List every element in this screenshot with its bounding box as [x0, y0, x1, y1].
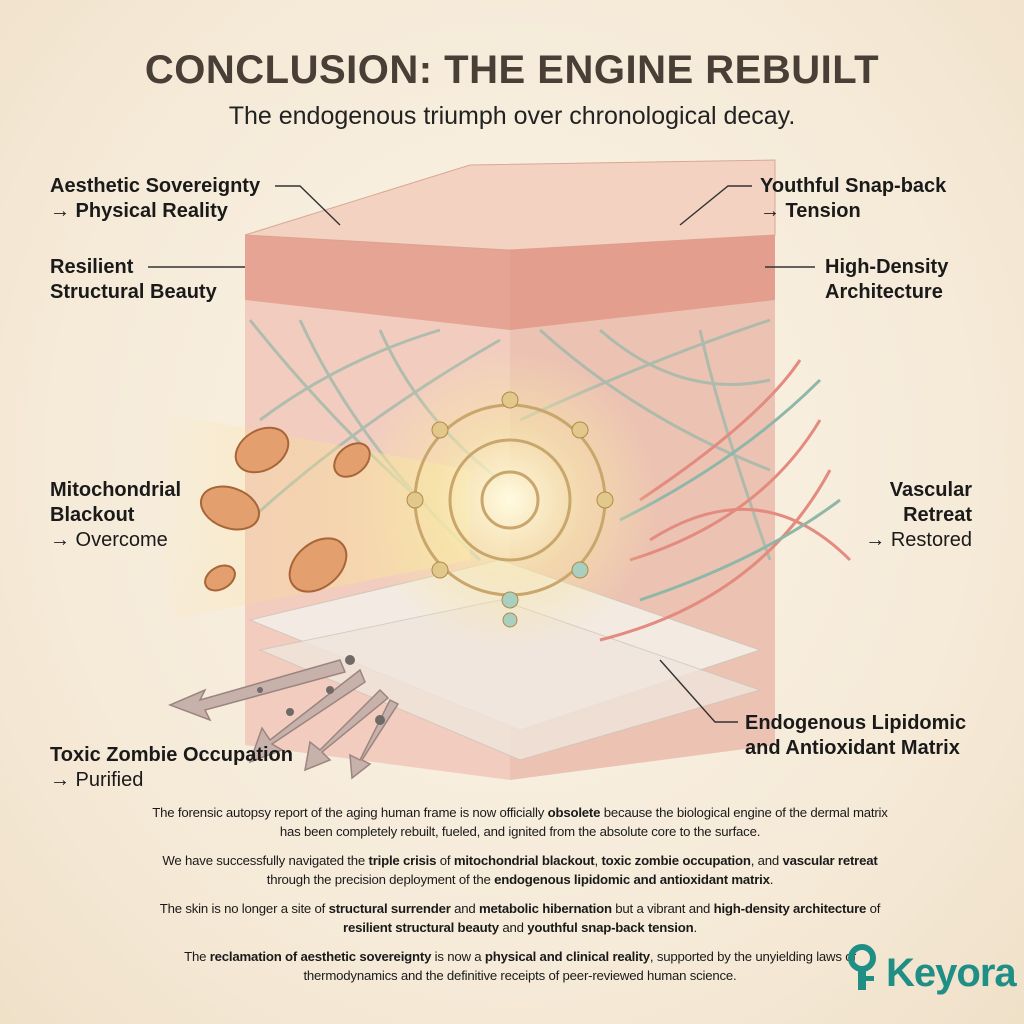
label-high-density: High-Density Architecture — [825, 255, 948, 305]
emphasis-text: structural surrender — [328, 901, 451, 916]
label-line: → Tension — [760, 200, 861, 222]
body-text: through the precision deployment of the — [266, 872, 495, 887]
blood-vessels — [599, 359, 852, 642]
label-line: Structural Beauty — [50, 281, 217, 303]
emphasis-text: resilient structural beauty — [343, 920, 499, 935]
emphasis-text: reclamation of aesthetic sovereignty — [209, 949, 432, 964]
body-text: . — [693, 920, 697, 935]
label-line: Aesthetic Sovereignty — [50, 175, 261, 197]
label-line: High-Density — [825, 256, 949, 278]
body-text: The skin is no longer a site of — [159, 901, 329, 916]
conclusion-body-text: The forensic autopsy report of the aging… — [150, 803, 890, 995]
label-line: → Overcome — [50, 529, 168, 551]
label-line: Toxic Zombie Occupation — [50, 744, 293, 766]
body-paragraph: The forensic autopsy report of the aging… — [150, 803, 890, 841]
body-text: but a vibrant and — [611, 901, 714, 916]
body-text: of — [436, 853, 454, 868]
emphasis-text: high-density architecture — [713, 901, 867, 916]
label-line: and Antioxidant Matrix — [745, 737, 960, 759]
body-text: , supported by the unyielding laws of th… — [303, 949, 856, 983]
body-text: The — [184, 949, 210, 964]
emphasis-text: triple crisis — [368, 853, 437, 868]
body-text: We have successfully navigated the — [162, 853, 369, 868]
emphasis-text: toxic zombie occupation — [601, 853, 751, 868]
label-line: → Restored — [865, 529, 972, 551]
body-text: , and — [750, 853, 783, 868]
label-aesthetic-sovereignty: Aesthetic Sovereignty → Physical Reality — [50, 174, 260, 224]
emphasis-text: metabolic hibernation — [478, 901, 612, 916]
label-line: → Physical Reality — [50, 200, 228, 222]
emphasis-text: youthful snap-back tension — [527, 920, 694, 935]
label-line: → Purified — [50, 769, 144, 791]
key-icon — [848, 944, 876, 990]
emphasis-text: endogenous lipidomic and antioxidant mat… — [494, 872, 770, 887]
label-toxic-zombie: Toxic Zombie Occupation → Purified — [50, 743, 293, 793]
page-subtitle: The endogenous triumph over chronologica… — [228, 102, 796, 130]
emphasis-text: vascular retreat — [782, 853, 878, 868]
label-line: Vascular — [889, 479, 972, 501]
body-paragraph: The skin is no longer a site of structur… — [150, 899, 890, 937]
label-line: Youthful Snap-back — [760, 175, 947, 197]
logo-text: Keyora — [886, 951, 1017, 995]
label-line: Retreat — [903, 504, 972, 526]
emphasis-text: mitochondrial blackout — [453, 853, 595, 868]
label-youthful-snapback: Youthful Snap-back → Tension — [760, 174, 946, 224]
body-text: , — [594, 853, 602, 868]
body-text: of — [866, 901, 881, 916]
body-text: because the biological engine of the der… — [279, 805, 888, 839]
body-text: The forensic autopsy report of the aging… — [152, 805, 548, 820]
body-text: and — [498, 920, 528, 935]
label-resilient-beauty: Resilient Structural Beauty — [50, 255, 217, 305]
mitochondria — [199, 426, 371, 593]
page-title: CONCLUSION: THE ENGINE REBUILT — [144, 48, 880, 92]
label-line: Mitochondrial — [50, 479, 182, 501]
label-line: Architecture — [825, 281, 943, 303]
label-vascular-retreat: Vascular Retreat → Restored — [865, 478, 972, 553]
epidermis-layer-left — [245, 235, 510, 330]
emphasis-text: obsolete — [547, 805, 601, 820]
leader-lines — [148, 185, 815, 723]
label-line: Endogenous Lipidomic — [745, 712, 967, 734]
molecule-atoms — [406, 391, 614, 628]
emphasis-text: physical and clinical reality — [484, 949, 650, 964]
skin-top-surface — [244, 159, 776, 251]
label-mitochondrial-blackout: Mitochondrial Blackout → Overcome — [50, 478, 181, 553]
body-text: and — [450, 901, 479, 916]
label-line: Resilient — [50, 256, 134, 278]
body-text: is now a — [431, 949, 485, 964]
body-paragraph: The reclamation of aesthetic sovereignty… — [150, 947, 890, 985]
label-line: Blackout — [50, 504, 135, 526]
label-lipidomic-matrix: Endogenous Lipidomic and Antioxidant Mat… — [745, 711, 966, 761]
brand-logo: Keyora — [842, 944, 1017, 996]
epidermis-layer-right — [510, 235, 775, 330]
toxin-particles — [257, 655, 385, 725]
body-paragraph: We have successfully navigated the tripl… — [150, 851, 890, 889]
body-text: . — [769, 872, 774, 887]
